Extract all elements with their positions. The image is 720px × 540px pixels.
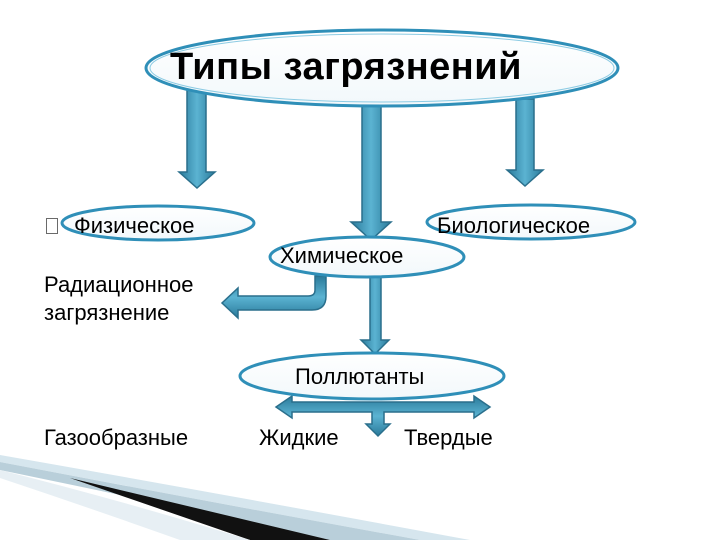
solid-label: Твердые bbox=[404, 425, 493, 450]
arrow-to-radiation bbox=[220, 275, 327, 320]
radiation-label-line2: загрязнение bbox=[44, 300, 170, 325]
pollutants-label: Поллютанты bbox=[295, 364, 425, 389]
arrow-to-biological bbox=[505, 98, 545, 188]
physical-ellipse bbox=[60, 204, 256, 242]
chemical-ellipse bbox=[268, 235, 466, 279]
title-ellipse bbox=[144, 28, 620, 108]
missing-glyph-box-icon bbox=[46, 218, 58, 234]
arrow-to-pollutants bbox=[359, 275, 391, 356]
liquid-label: Жидкие bbox=[259, 425, 339, 450]
gas-label: Газообразные bbox=[44, 425, 189, 450]
arrow-to-states bbox=[274, 394, 492, 438]
arrow-to-physical bbox=[177, 87, 217, 190]
physical-label: Физическое bbox=[74, 213, 195, 238]
pollutants-ellipse bbox=[238, 351, 506, 401]
radiation-label-line1: Радиационное bbox=[44, 272, 194, 297]
biological-ellipse bbox=[425, 203, 637, 241]
decorative-swoosh bbox=[0, 455, 470, 540]
arrow-to-chemical bbox=[349, 105, 393, 242]
biological-label: Биологическое bbox=[437, 213, 591, 238]
chemical-label: Химическое bbox=[280, 243, 404, 268]
diagram-title: Типы загрязнений bbox=[170, 46, 522, 88]
